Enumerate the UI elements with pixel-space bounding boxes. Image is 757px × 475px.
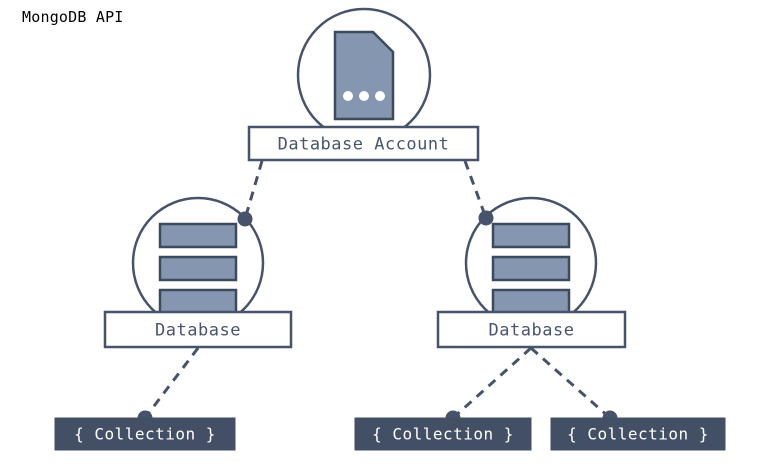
database-stack-bar-1 <box>491 222 571 249</box>
collection-1-box <box>54 417 236 451</box>
connector-dot-database-right <box>478 210 494 226</box>
page-title: MongoDB API <box>22 8 124 26</box>
database-account-label: Database Account <box>278 135 450 155</box>
database-account-label-box <box>247 125 480 162</box>
node-database-right[interactable]: Database <box>436 196 627 349</box>
node-collection-2[interactable]: { Collection } <box>354 410 532 451</box>
document-icon <box>333 30 395 121</box>
edge-database-left-to-collection-1 <box>143 347 200 419</box>
node-collection-3[interactable]: { Collection } <box>550 410 726 451</box>
database-stack-icon-left <box>158 222 238 315</box>
collection-3-box <box>550 417 726 451</box>
node-database-left[interactable]: Database <box>103 196 293 349</box>
database-stack-bar-2 <box>158 255 238 282</box>
collection-2-label: { Collection } <box>372 425 514 444</box>
collection-2-box <box>354 417 532 451</box>
document-icon-dot-1 <box>343 91 353 101</box>
collection-3-label: { Collection } <box>567 425 709 444</box>
database-stack-bar-2 <box>491 255 571 282</box>
connector-dot-database-left <box>237 211 253 227</box>
database-left-label-box <box>103 310 293 349</box>
edge-database-right-to-collection-3 <box>530 346 611 420</box>
collection-1-label: { Collection } <box>74 425 216 444</box>
database-stack-bar-3 <box>158 288 238 315</box>
connector-dots-upper <box>237 210 494 227</box>
edge-database-right-to-collection-2 <box>451 346 533 420</box>
document-icon-dot-2 <box>359 91 369 101</box>
database-right-label: Database <box>489 321 575 341</box>
document-icon-shape <box>333 30 395 121</box>
edge-account-to-database-right <box>463 160 488 219</box>
database-stack-icon-right <box>491 222 571 315</box>
database-stack-bar-1 <box>158 222 238 249</box>
database-left-label: Database <box>155 321 241 341</box>
document-icon-dot-3 <box>375 91 385 101</box>
node-collection-1[interactable]: { Collection } <box>54 410 236 451</box>
database-stack-bar-3 <box>491 288 571 315</box>
database-right-label-box <box>436 310 627 349</box>
edges-layer <box>143 160 611 420</box>
node-database-account[interactable]: Database Account <box>247 7 480 162</box>
edge-account-to-database-left <box>243 160 264 220</box>
